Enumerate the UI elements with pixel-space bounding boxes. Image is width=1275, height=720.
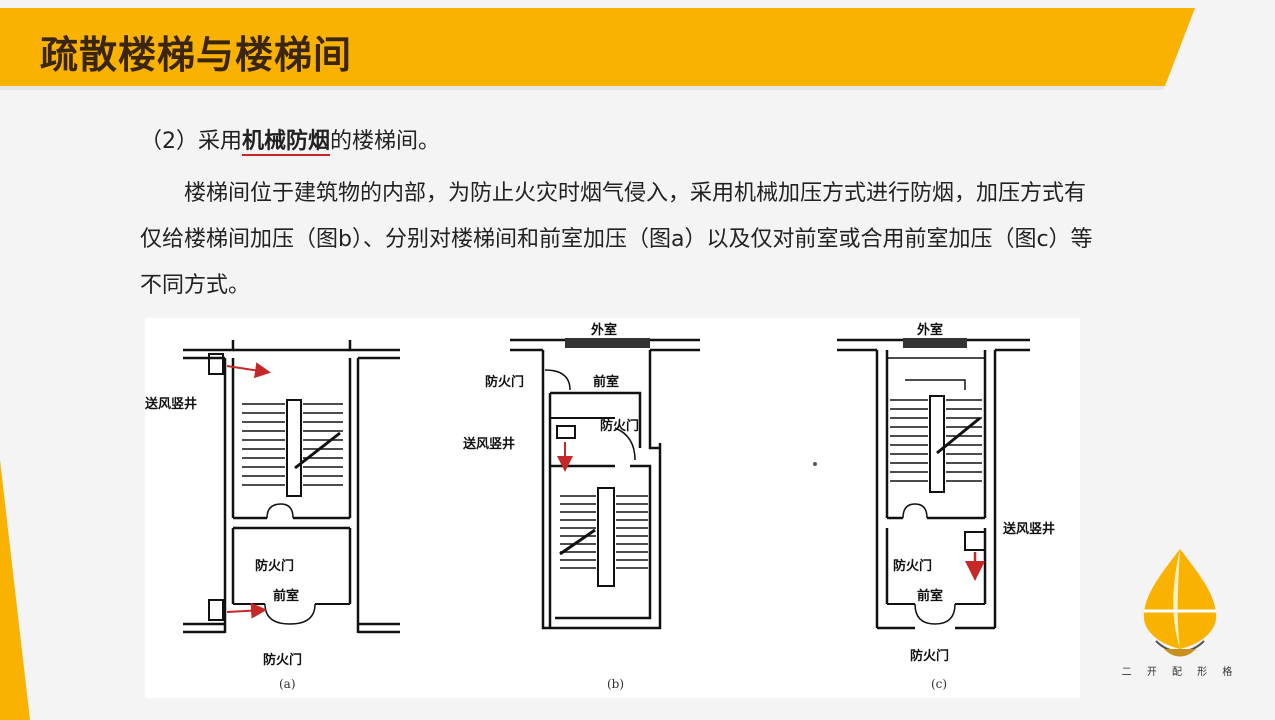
page-title: 疏散楼梯与楼梯间 — [40, 33, 353, 77]
diagram-b — [510, 338, 700, 630]
label-b-anteroom: 前室 — [593, 374, 619, 390]
outdoor-bar-c — [903, 338, 967, 348]
label-a-fire-door-1: 防火门 — [255, 558, 294, 574]
label-c-shaft: 送风竖井 — [1002, 521, 1055, 537]
heading-emphasis: 机械防烟 — [242, 129, 331, 156]
label-b-fire-door-1: 防火门 — [485, 374, 524, 390]
airflow-arrow-a2 — [226, 602, 267, 619]
label-a-shaft: 送风竖井 — [145, 396, 197, 412]
label-c-anteroom: 前室 — [917, 588, 943, 604]
stray-mark — [813, 462, 817, 466]
label-c-fire-door-2: 防火门 — [910, 648, 949, 664]
airflow-arrow-a1 — [226, 362, 271, 379]
brand-logo: 二 开 配 形 格 — [1120, 545, 1240, 690]
label-a-fire-door-2: 防火门 — [263, 652, 302, 668]
label-b-shaft: 送风竖井 — [462, 436, 515, 452]
caption-b: (b) — [607, 677, 624, 691]
heading-prefix: （2）采用 — [140, 129, 242, 154]
decorative-strip — [0, 460, 30, 720]
caption-a: (a) — [279, 677, 296, 691]
caption-c: (c) — [931, 677, 947, 691]
label-b-fire-door-2: 防火门 — [600, 418, 639, 434]
body-paragraph: 楼梯间位于建筑物的内部，为防止火灾时烟气侵入，采用机械加压方式进行防烟，加压方式… — [140, 181, 1093, 298]
section-heading: （2）采用机械防烟的楼梯间。 — [140, 125, 1100, 159]
stairs-c — [890, 399, 982, 482]
label-b-outdoor: 外室 — [590, 322, 617, 338]
label-a-anteroom: 前室 — [273, 588, 299, 604]
label-c-fire-door-1: 防火门 — [893, 558, 932, 574]
logo-text: 二 开 配 形 格 — [1121, 667, 1239, 678]
heading-suffix: 的楼梯间。 — [330, 129, 441, 154]
outdoor-bar-b — [565, 338, 650, 348]
content-area: （2）采用机械防烟的楼梯间。 楼梯间位于建筑物的内部，为防止火灾时烟气侵入，采用… — [140, 125, 1100, 309]
stairs-a — [242, 403, 343, 486]
diagram-a — [183, 340, 400, 634]
label-c-outdoor: 外室 — [916, 322, 943, 338]
stairs-b — [559, 495, 648, 569]
figure-panel: 送风竖井 防火门 前室 防火门 (a) — [145, 318, 1080, 698]
title-banner — [0, 8, 1195, 90]
diagram-c — [837, 338, 1030, 630]
